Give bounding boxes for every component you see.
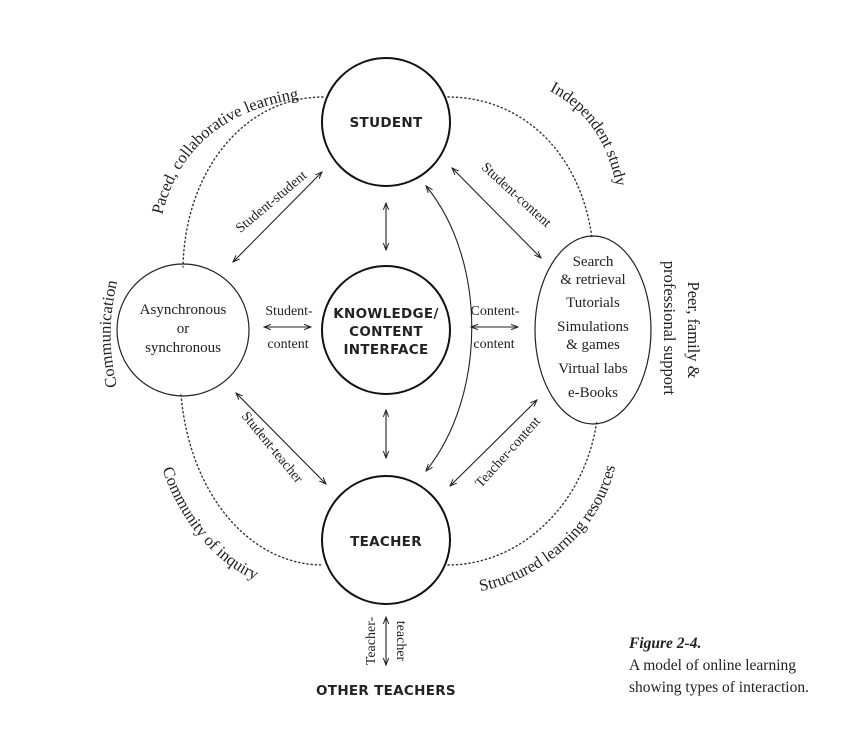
teacher-node	[321, 475, 451, 605]
arc-label-bottom-left: Community of inquiry	[159, 464, 263, 584]
edge-label-teacher-teacher-1: Teacher-	[364, 616, 379, 665]
arc-label-top-right-text: Independent study	[547, 77, 631, 188]
edge-label-teacher-teacher-2: teacher	[393, 621, 408, 662]
edge-label-mid-left-line-1: Student-	[265, 304, 313, 319]
student-label: STUDENT	[350, 115, 423, 131]
ring-segment-top-left	[182, 96, 324, 268]
resource-games: & games	[566, 337, 620, 353]
teacher-label: TEACHER	[350, 534, 422, 550]
resource-search: Search	[573, 254, 614, 270]
knowledge-label-line-3: INTERFACE	[343, 342, 428, 358]
outer-ring	[180, 96, 598, 566]
arc-label-right-line-1: Peer, family &	[684, 282, 703, 379]
edge-label-student-student: Student-student	[233, 168, 310, 236]
ring-segment-bottom-right	[447, 419, 598, 566]
communication-mode-node	[116, 263, 250, 397]
edge-label-student-student-text: Student-student	[233, 168, 310, 236]
resource-retrieval: & retrieval	[560, 272, 625, 288]
student-node	[321, 57, 451, 187]
arrow-student-to-communication	[233, 172, 322, 262]
arc-label-top-right: Independent study	[547, 77, 631, 188]
resource-tutorials: Tutorials	[566, 295, 620, 311]
figure-description: A model of online learning showing types…	[629, 657, 809, 696]
communication-mode-line-3: synchronous	[145, 340, 221, 356]
arrow-teacher-to-resources	[450, 400, 537, 486]
other-teachers-label: OTHER TEACHERS	[316, 683, 456, 699]
knowledge-label-line-1: KNOWLEDGE/	[333, 306, 438, 322]
ring-segment-bottom-left	[180, 394, 324, 566]
communication-mode-line-1: Asynchronous	[140, 302, 227, 318]
ring-segment-top-right	[447, 96, 593, 239]
figure-caption: Figure 2-4. A model of online learning s…	[629, 633, 829, 699]
edge-label-student-content-text: Student-content	[478, 160, 554, 231]
edge-label-mid-right-line-2: content	[473, 337, 514, 352]
arrow-student-to-resources	[452, 168, 541, 258]
communication-mode-line-2: or	[177, 321, 190, 337]
resource-virtual-labs: Virtual labs	[558, 361, 628, 377]
learning-resources-node	[534, 235, 652, 425]
edge-label-student-teacher-text: Student-teacher	[238, 409, 306, 487]
arc-label-bottom-right-text: Structured learning resources	[477, 463, 619, 595]
edge-label-student-content: Student-content	[478, 160, 554, 231]
edge-label-mid-right-line-1: Content-	[471, 304, 520, 319]
resource-ebooks: e-Books	[568, 385, 618, 401]
edge-label-mid-left-line-2: content	[267, 337, 308, 352]
arrow-student-teacher-curve	[426, 186, 473, 471]
arc-label-bottom-left-text: Community of inquiry	[159, 464, 263, 584]
knowledge-content-interface-node	[321, 265, 451, 395]
figure-number: Figure 2-4.	[629, 635, 702, 652]
arc-label-bottom-right: Structured learning resources	[477, 463, 619, 595]
resource-simulations: Simulations	[557, 319, 629, 335]
knowledge-label-line-2: CONTENT	[349, 324, 423, 340]
connectors	[233, 168, 541, 665]
arrow-communication-to-teacher	[236, 393, 326, 484]
arc-label-right-line-2: professional support	[660, 261, 679, 396]
edge-label-student-teacher: Student-teacher	[238, 409, 306, 487]
